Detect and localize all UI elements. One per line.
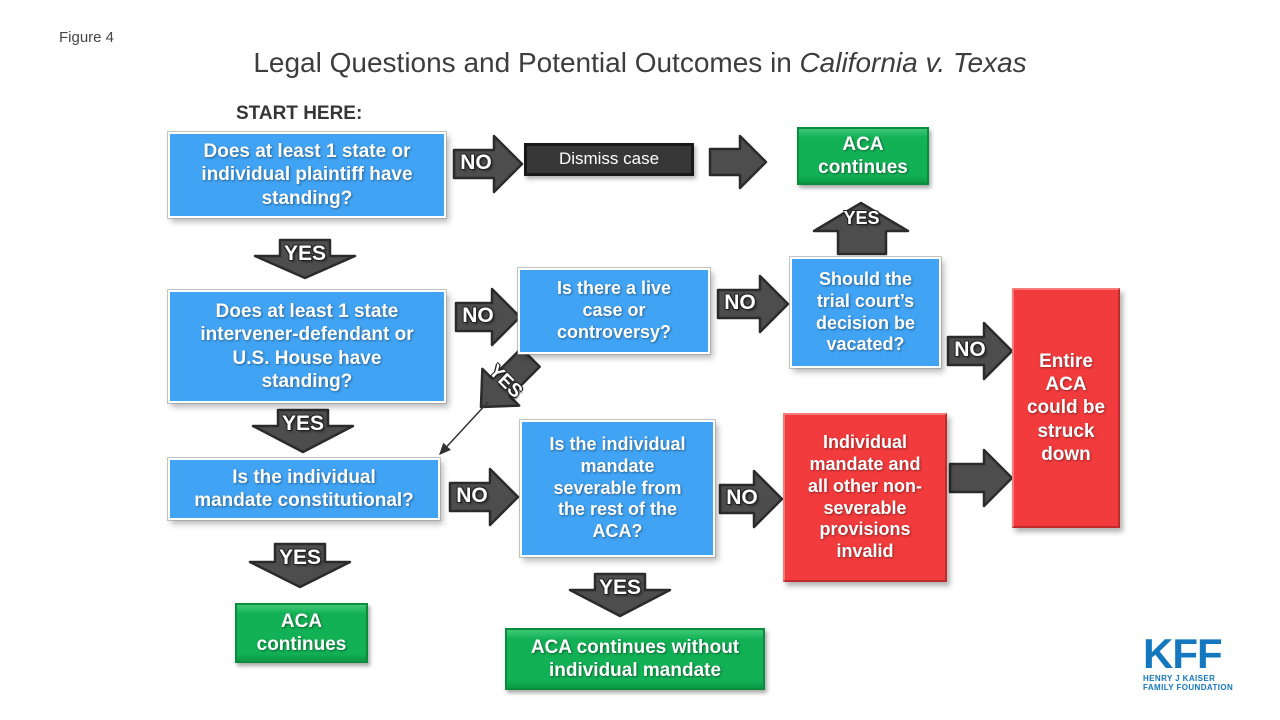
yes-label-constitutional: YES (278, 546, 322, 569)
no-label-livecase: NO (724, 291, 756, 314)
node-mandate-constitutional: Is the individual mandate constitutional… (168, 458, 440, 520)
yes-label-defendant: YES (281, 412, 325, 435)
figure-label: Figure 4 (59, 29, 115, 46)
yes-label-plaintiff: YES (283, 242, 327, 265)
arrow-no-standing-to-dismiss (452, 134, 524, 194)
node-aca-continues-top: ACA continues (797, 127, 929, 185)
no-label-severable: NO (726, 486, 758, 509)
arrow-no-vacated-to-entireaca (946, 321, 1014, 381)
arrow-invalid-to-entireaca (948, 448, 1014, 508)
node-mandate-severable: Is the individual mandate severable from… (520, 420, 715, 557)
connector-line-to-constitutional (438, 401, 489, 456)
node-dismiss-case: Dismiss case (524, 143, 694, 176)
kff-logo: KFF HENRY J KAISER FAMILY FOUNDATION (1143, 630, 1234, 693)
kff-logo-line1: HENRY J KAISER (1143, 674, 1216, 683)
node-vacated: Should the trial court’s decision be vac… (790, 257, 941, 368)
node-standing-defendant: Does at least 1 state intervener-defenda… (168, 290, 446, 403)
no-label-defendant: NO (462, 304, 494, 327)
page-title: Legal Questions and Potential Outcomes i… (0, 47, 1280, 79)
node-mandate-invalid: Individual mandate and all other non- se… (783, 413, 947, 582)
yes-label-vacated-up: YES (843, 208, 880, 228)
arrow-no-defendant-to-livecase (454, 287, 522, 347)
start-here-label: START HERE: (236, 103, 363, 124)
node-aca-continues-without: ACA continues without individual mandate (505, 628, 765, 690)
node-entire-aca-struck: Entire ACA could be struck down (1012, 288, 1120, 528)
kff-logo-wordmark: KFF (1143, 630, 1223, 677)
arrow-yes-diagonal-livecase (479, 347, 541, 409)
node-standing-plaintiff: Does at least 1 state or individual plai… (168, 132, 446, 218)
arrow-yes-down-severable (568, 572, 672, 618)
node-aca-continues-bottom: ACA continues (235, 603, 368, 663)
title-case-name: California v. Texas (799, 47, 1027, 78)
arrow-no-constitutional-to-severable (448, 467, 520, 527)
kff-logo-line2: FAMILY FOUNDATION (1143, 683, 1234, 692)
no-label-constitutional: NO (456, 484, 488, 507)
arrow-no-severable-to-invalid (718, 469, 784, 529)
no-label-plaintiff: NO (460, 151, 492, 174)
arrow-yes-up-vacated (812, 201, 910, 256)
arrow-no-livecase-to-vacated (716, 274, 790, 334)
no-label-vacated: NO (954, 338, 986, 361)
node-live-case: Is there a live case or controversy? (518, 268, 710, 354)
arrow-yes-down-constitutional (248, 542, 352, 589)
arrow-yes-down-plaintiff (253, 238, 357, 280)
arrow-dismiss-to-aca-continues (708, 134, 768, 190)
yes-label-severable: YES (598, 576, 642, 599)
title-text: Legal Questions and Potential Outcomes i… (253, 47, 792, 78)
arrow-yes-down-defendant (251, 408, 355, 454)
